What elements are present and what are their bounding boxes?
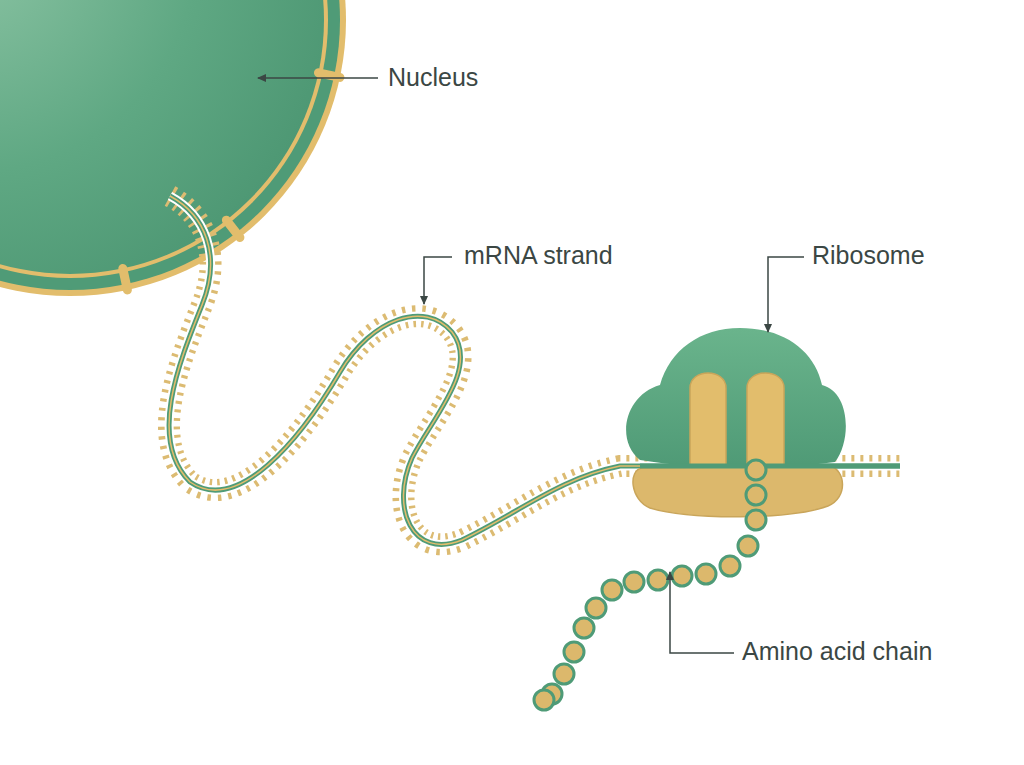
- trna-site: [690, 373, 726, 466]
- leader-line: [258, 77, 378, 79]
- amino-acid-bead: [564, 642, 584, 662]
- amino-acid-chain: [534, 460, 766, 710]
- amino-acid-bead: [746, 460, 766, 480]
- nuclear-envelope-outer: [0, 0, 346, 296]
- leader-line: [670, 572, 734, 653]
- mrna-backbone: [169, 196, 900, 544]
- amino-acid-bead: [554, 664, 574, 684]
- mrna: [169, 196, 900, 544]
- amino-acid-bead: [746, 485, 766, 505]
- nuclear-pore: [226, 220, 240, 237]
- nuclear-pores: [123, 73, 340, 290]
- part-label: Amino acid chain: [740, 638, 934, 666]
- part-label: Ribosome: [810, 242, 927, 270]
- nucleoplasm: [0, 0, 324, 274]
- amino-acid-bead: [738, 536, 758, 556]
- nucleus: [0, 0, 346, 296]
- nuclear-envelope-band: [0, 0, 340, 290]
- amino-acid-bead: [648, 570, 668, 590]
- leader-line: [768, 257, 804, 332]
- amino-acid-bead: [602, 580, 622, 600]
- leader-line: [424, 257, 452, 304]
- trna-site: [747, 373, 784, 466]
- mrna-backbone-core: [169, 196, 900, 544]
- large-subunit: [626, 328, 846, 468]
- leader-lines: [258, 78, 804, 653]
- amino-acid-bead: [672, 566, 692, 586]
- mrna-through-ribosome: [640, 464, 900, 469]
- part-label: Nucleus: [386, 64, 480, 92]
- small-subunit: [633, 466, 843, 517]
- ribosome: [626, 328, 900, 517]
- amino-acid-bead: [696, 564, 716, 584]
- amino-acid-bead: [720, 556, 740, 576]
- mrna-bases: [169, 196, 900, 544]
- part-label: mRNA strand: [462, 242, 615, 270]
- amino-acid-bead: [534, 690, 554, 710]
- amino-acid-bead: [574, 618, 594, 638]
- amino-acid-bead: [746, 510, 766, 530]
- amino-acid-bead: [624, 572, 644, 592]
- mrna-gap: [169, 196, 900, 544]
- nuclear-pore: [318, 73, 340, 78]
- nuclear-envelope-inner: [0, 0, 328, 278]
- nuclear-pore: [123, 268, 128, 290]
- amino-acid-bead: [586, 598, 606, 618]
